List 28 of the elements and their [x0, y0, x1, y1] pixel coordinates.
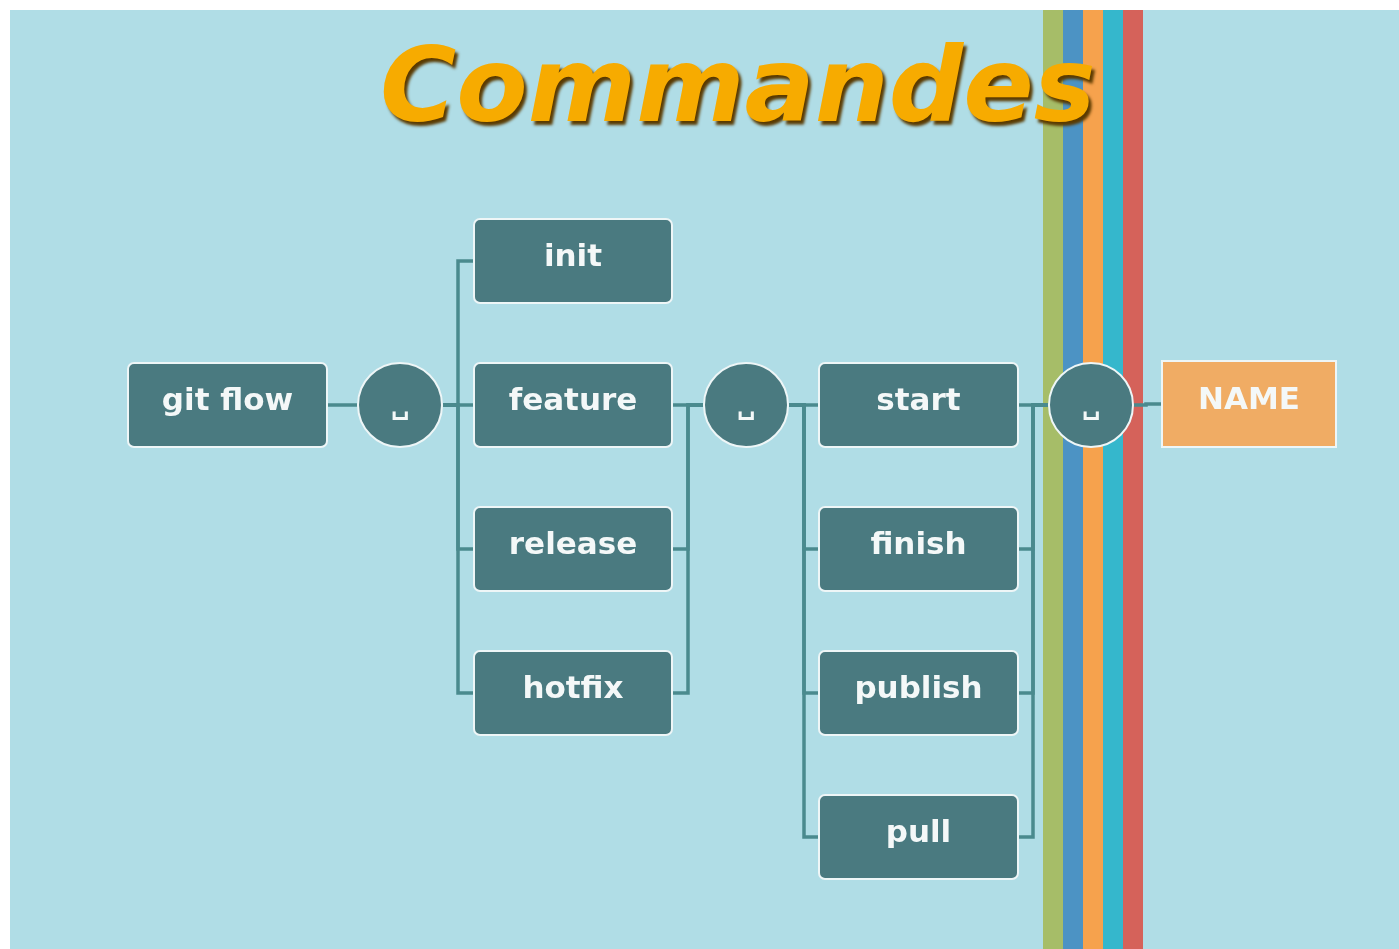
command-label: release [508, 525, 638, 561]
command-label: feature [508, 381, 638, 417]
command-box [127, 362, 328, 448]
command-box [818, 362, 1019, 448]
command-label: publish [854, 669, 983, 705]
command-box [818, 650, 1019, 736]
command-label: init [543, 237, 603, 273]
command-label: pull [885, 813, 952, 849]
command-box [818, 506, 1019, 592]
command-box [473, 506, 673, 592]
connector-line [789, 403, 818, 839]
connector-line [328, 403, 357, 407]
space-symbol: ␣ [736, 390, 756, 420]
space-symbol: ␣ [1081, 390, 1101, 420]
space-symbol: ␣ [390, 390, 410, 420]
connector-line [443, 403, 473, 695]
command-label: start [876, 381, 961, 417]
command-label: finish [870, 525, 967, 561]
command-box [473, 650, 673, 736]
connector-line [1134, 402, 1161, 407]
command-label: git flow [161, 381, 294, 417]
command-box [473, 362, 673, 448]
argument-box [1161, 360, 1337, 448]
command-box [473, 218, 673, 304]
connector-line [673, 403, 703, 695]
command-label: NAME [1198, 380, 1300, 416]
command-box [818, 794, 1019, 880]
command-label: hotfix [522, 669, 624, 705]
